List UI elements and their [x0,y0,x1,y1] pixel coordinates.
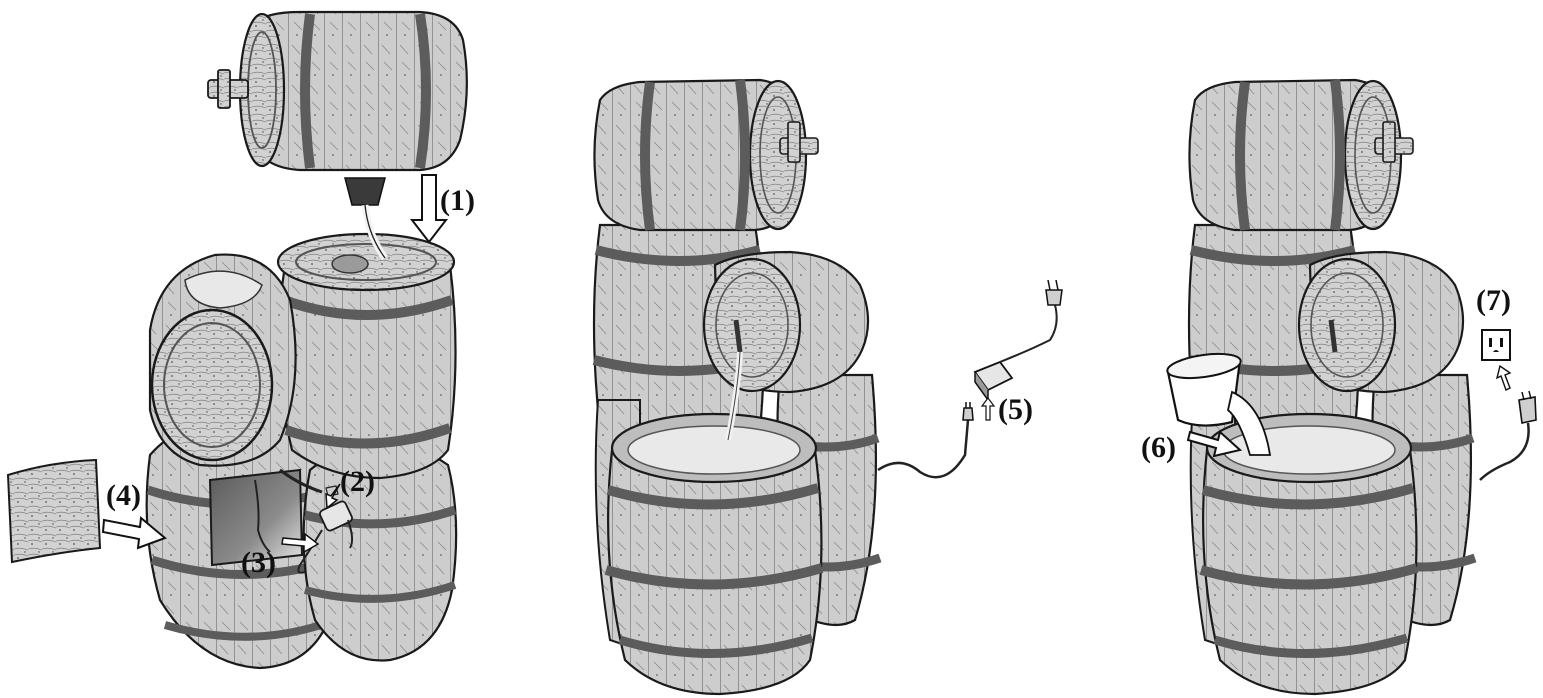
top-barrel [594,80,818,230]
step-label-7: (7) [1476,286,1511,316]
power-adapter-icon [975,280,1062,400]
middle-barrel [1299,252,1463,392]
tilted-barrel [150,255,296,466]
top-barrel [1189,80,1413,230]
power-cord [878,420,968,477]
plug-icon [963,402,973,420]
step-label-6: (6) [1141,433,1176,463]
arrow-icon [1497,366,1510,390]
upper-barrel [278,234,456,478]
plug-icon [1480,391,1536,480]
basin-barrel [1201,414,1417,694]
step-label-5: (5) [998,395,1033,425]
step-label-1: (1) [440,186,475,216]
basin-barrel [606,414,822,694]
wall-outlet-icon [1482,330,1510,360]
step-label-3: (3) [241,548,276,578]
panel-fill-and-plug [1166,80,1536,694]
step-label-4: (4) [106,481,141,511]
cavity-cover-panel [8,460,100,562]
arrow-icon [982,398,994,420]
panel-assembled-fountain [594,80,1062,694]
panel-exploded-assembly [8,12,467,668]
step-label-2: (2) [340,467,375,497]
